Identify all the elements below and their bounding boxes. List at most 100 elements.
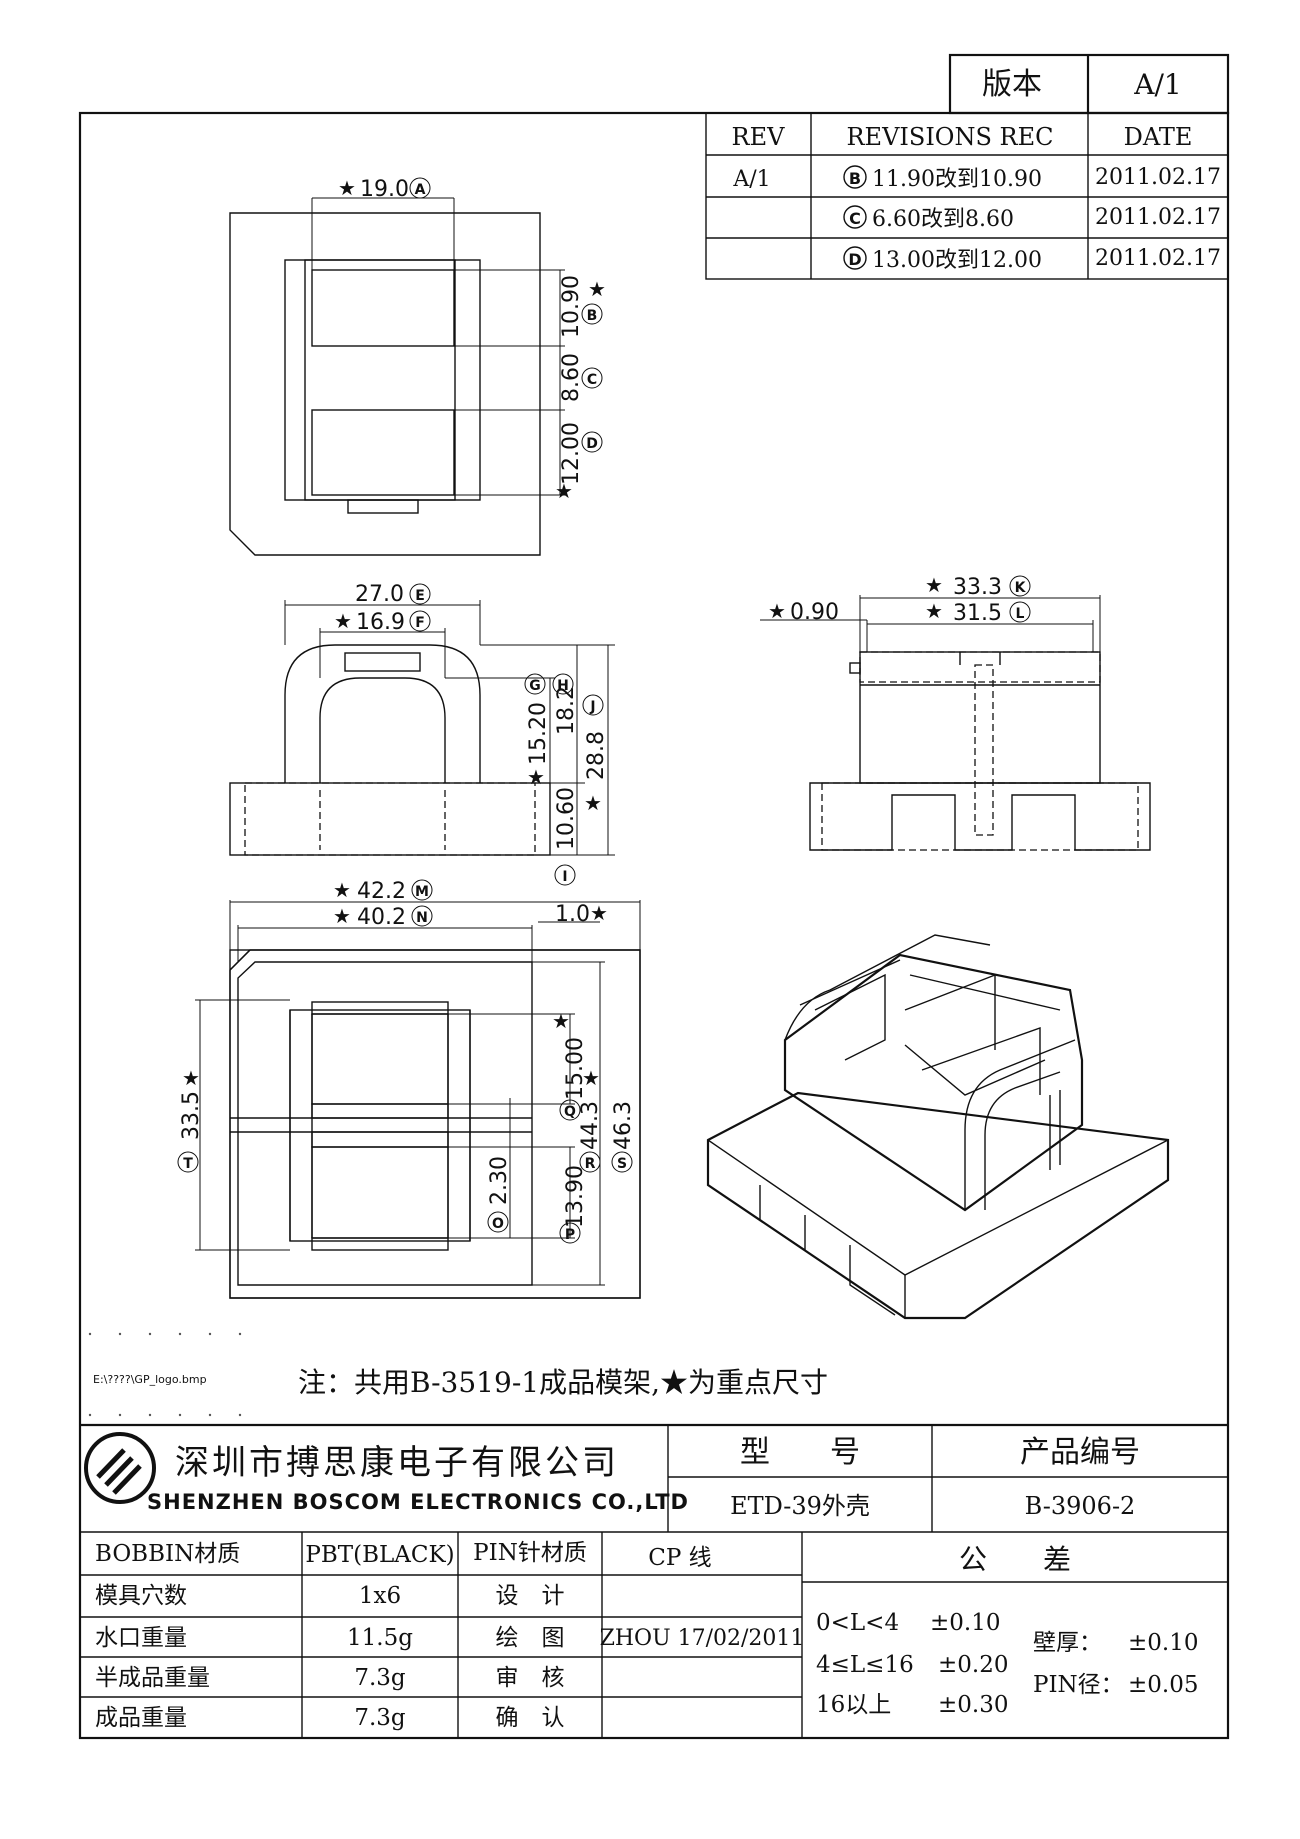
pin-tol-value: ±0.05 xyxy=(1128,1672,1198,1698)
dim-t-value: 33.5 xyxy=(179,1091,204,1140)
dim-i-value: 10.60 xyxy=(554,787,579,850)
drawing-label: 绘 图 xyxy=(496,1625,565,1651)
specs-table: BOBBIN材质 PBT(BLACK) PIN针材质 CP 线 模具穴数 1x6… xyxy=(80,1532,1228,1738)
version-label: 版本 xyxy=(982,67,1042,102)
cavities-value: 1x6 xyxy=(359,1583,401,1609)
star: ★ xyxy=(590,901,608,925)
dim-r-letter: R xyxy=(585,1156,596,1172)
runner-weight-value: 11.5g xyxy=(347,1625,413,1651)
star: ★ xyxy=(768,599,786,623)
dim-e-value: 27.0 xyxy=(355,582,404,607)
note-text: 注：共用B-3519-1成品模架,★为重点尺寸 xyxy=(298,1366,828,1399)
dim-side-offset: 0.90 xyxy=(790,600,839,625)
dim-k-value: 33.3 xyxy=(953,575,1002,600)
rev-row-2-date: 2011.02.17 xyxy=(1095,205,1221,230)
rev-row-1-letter: B xyxy=(849,169,861,188)
rev-row-2-circle xyxy=(843,205,867,229)
company-name-en: SHENZHEN BOSCOM ELECTRONICS CO.,LTD xyxy=(147,1490,689,1514)
star: ★ xyxy=(584,791,602,815)
rev-row-1-rev: A/1 xyxy=(732,167,770,192)
tolerance-title: 公 差 xyxy=(959,1543,1071,1576)
side-view: ★ 33.3 K ★ 31.5 L ★ 0.90 xyxy=(760,573,1151,851)
dim-l-value: 31.5 xyxy=(953,601,1002,626)
rev-header-date: DATE xyxy=(1124,123,1193,151)
final-weight-value: 7.3g xyxy=(354,1705,406,1731)
star: ★ xyxy=(925,573,943,597)
wall-tol-value: ±0.10 xyxy=(1128,1630,1198,1656)
dim-k-letter: K xyxy=(1015,580,1027,596)
isometric-view xyxy=(706,934,1170,1320)
company-name-cn: 深圳市搏思康电子有限公司 xyxy=(175,1443,619,1483)
rev-row-2-letter: C xyxy=(849,209,861,228)
star: ★ xyxy=(334,609,352,633)
dim-m-letter: M xyxy=(415,884,429,900)
cavities-label: 模具穴数 xyxy=(95,1583,187,1609)
dim-o-letter: O xyxy=(492,1216,504,1232)
star: ★ xyxy=(527,765,545,789)
star: ★ xyxy=(588,277,606,301)
front-view: 27.0 E ★ 16.9 F 15.20 G ★ 18.2 H 28.8 J … xyxy=(229,582,615,886)
drawing-value: ZHOU 17/02/2011 xyxy=(600,1626,805,1651)
star: ★ xyxy=(582,1066,600,1090)
tol-value-3: ±0.30 xyxy=(938,1692,1008,1718)
design-label: 设 计 xyxy=(496,1583,565,1609)
runner-weight-label: 水口重量 xyxy=(95,1625,187,1651)
tol-range-2: 4≤L≤16 xyxy=(816,1652,914,1678)
semi-weight-label: 半成品重量 xyxy=(95,1665,210,1691)
dim-q-letter: Q xyxy=(564,1104,576,1120)
dim-f-letter: F xyxy=(415,615,425,631)
dim-l-letter: L xyxy=(1016,606,1025,622)
star: ★ xyxy=(925,599,943,623)
dim-g-letter: G xyxy=(529,678,541,694)
star: ★ xyxy=(555,479,573,503)
rev-row-3-circle xyxy=(843,246,867,270)
rev-header-rev: REV xyxy=(732,123,786,151)
dim-r-value: 44.3 xyxy=(578,1101,603,1150)
dim-t-letter: T xyxy=(183,1156,193,1172)
logo-path: E:\????\GP_logo.bmp xyxy=(93,1373,207,1386)
review-label: 审 核 xyxy=(496,1665,565,1691)
confirm-label: 确 认 xyxy=(496,1705,565,1731)
rev-row-1-circle xyxy=(843,165,867,189)
rev-row-2-text: 6.60改到8.60 xyxy=(872,207,1014,232)
bobbin-material-value: PBT(BLACK) xyxy=(305,1542,454,1568)
dim-s-value: 46.3 xyxy=(611,1101,636,1150)
rev-row-3-date: 2011.02.17 xyxy=(1095,246,1221,271)
dim-wall: 1.0 xyxy=(555,902,590,927)
dim-e-letter: E xyxy=(415,588,425,604)
dim-a-letter: A xyxy=(415,182,426,198)
tol-range-3: 16以上 xyxy=(816,1692,891,1718)
dim-b-letter: B xyxy=(587,308,598,324)
tol-value-2: ±0.20 xyxy=(938,1652,1008,1678)
dim-c-value: 8.60 xyxy=(559,353,584,402)
bottom-view: ★ 42.2 M ★ 40.2 N 1.0 ★ ★ 33.5 T ★ xyxy=(177,878,641,1299)
dim-j-value: 28.8 xyxy=(584,731,609,780)
dim-p-value: 13.90 xyxy=(563,1165,588,1228)
dim-c-letter: C xyxy=(587,372,597,388)
company-logo xyxy=(84,1432,156,1504)
title-block: 深圳市搏思康电子有限公司 SHENZHEN BOSCOM ELECTRONICS… xyxy=(80,1423,1228,1533)
dim-m-value: 42.2 xyxy=(357,879,406,904)
pin-tol-label: PIN径： xyxy=(1033,1672,1124,1698)
dim-h-letter: H xyxy=(557,678,569,694)
star: ★ xyxy=(333,878,351,902)
rev-row-3-text: 13.00改到12.00 xyxy=(872,248,1042,273)
version-value: A/1 xyxy=(1133,68,1181,101)
tol-value-1: ±0.10 xyxy=(930,1610,1000,1636)
pin-material-value: CP 线 xyxy=(648,1545,711,1571)
dim-h-value: 18.2 xyxy=(554,686,579,735)
product-no-label: 产品编号 xyxy=(1020,1435,1140,1470)
tol-range-1: 0<L<4 xyxy=(816,1610,899,1636)
rev-row-1-date: 2011.02.17 xyxy=(1095,165,1221,190)
dim-n-value: 40.2 xyxy=(357,905,406,930)
semi-weight-value: 7.3g xyxy=(354,1665,406,1691)
rev-row-3-letter: D xyxy=(848,250,861,269)
dim-d-letter: D xyxy=(586,436,598,452)
wall-tol-label: 壁厚： xyxy=(1033,1630,1102,1656)
dim-d-value: 12.00 xyxy=(559,422,584,485)
dim-a-value: 19.0 xyxy=(360,177,409,202)
dotted-separator xyxy=(88,1332,242,1417)
dim-q-value: 15.00 xyxy=(563,1037,588,1100)
star: ★ xyxy=(338,176,356,200)
